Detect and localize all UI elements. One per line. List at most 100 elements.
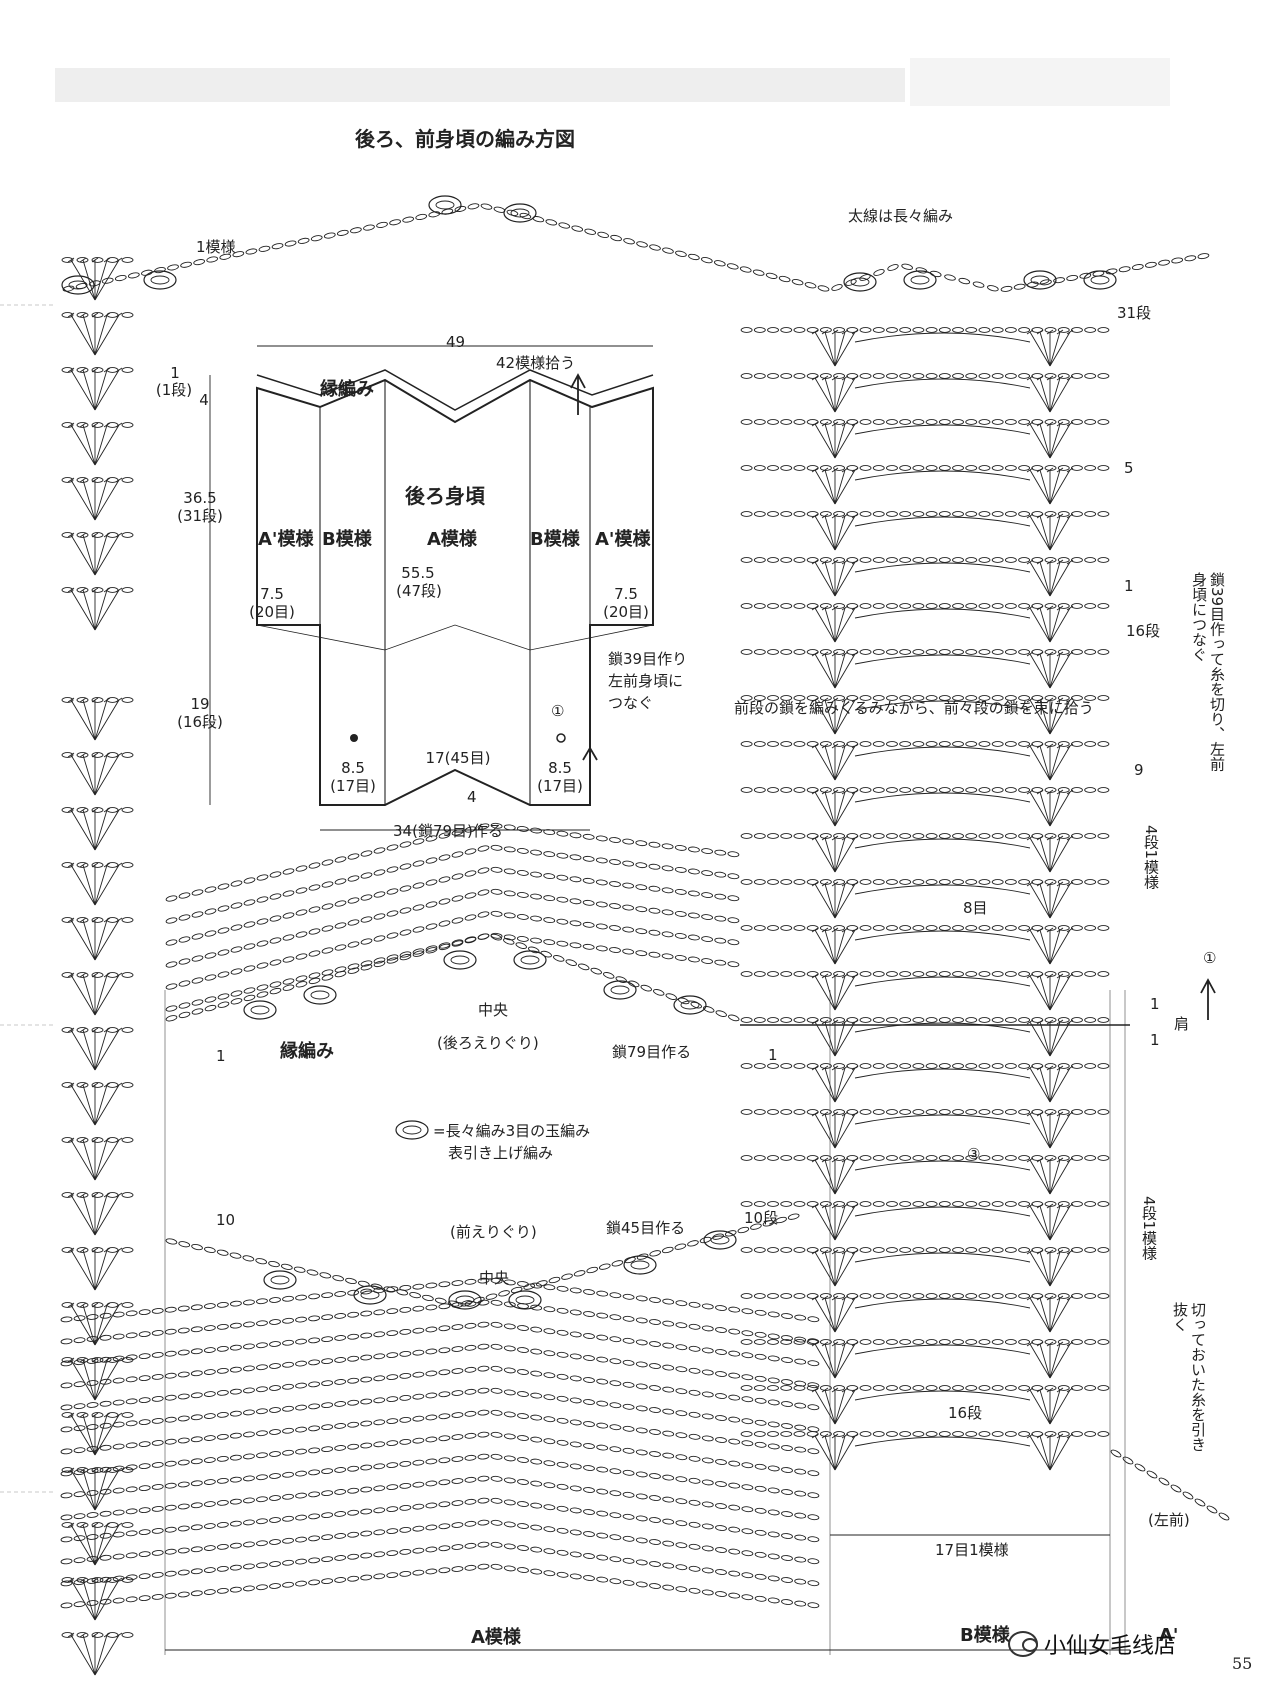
right-panel-chain xyxy=(872,1201,885,1207)
front-chain xyxy=(675,1454,688,1461)
edging-chain xyxy=(284,240,297,247)
left-column-chain xyxy=(121,917,134,923)
front-chain xyxy=(688,1543,701,1550)
yoke-chain xyxy=(714,849,727,856)
front-chain xyxy=(373,1331,386,1338)
right-panel-chain xyxy=(899,1385,912,1391)
treble-bar xyxy=(811,559,819,565)
right-panel-chain xyxy=(938,373,951,379)
treble-bar xyxy=(1066,1433,1074,1439)
right-panel-chain xyxy=(1004,1201,1017,1207)
yoke-chain xyxy=(674,866,687,873)
right-panel-chain xyxy=(806,925,819,931)
right-panel-chain xyxy=(780,1293,793,1299)
front-chain xyxy=(177,1415,190,1422)
left-column-fan xyxy=(94,1249,120,1291)
right-panel-chain xyxy=(1057,971,1070,977)
right-panel-chain xyxy=(780,1431,793,1437)
right-panel-chain xyxy=(859,1385,872,1391)
front-chain xyxy=(60,1580,73,1587)
front-chain xyxy=(662,1386,675,1393)
edging-puff xyxy=(143,270,177,290)
yoke-chain xyxy=(191,999,204,1006)
left-column-fan xyxy=(94,974,108,1016)
front-chain xyxy=(138,1331,151,1338)
front-chain xyxy=(701,1325,714,1332)
front-chain xyxy=(386,1484,399,1490)
right-panel-chain xyxy=(899,373,912,379)
front-chain xyxy=(609,1512,622,1519)
right-panel-chain xyxy=(740,1063,753,1069)
right-panel-chain xyxy=(780,925,793,931)
front-chain xyxy=(807,1404,820,1411)
right-panel-chain xyxy=(872,1339,885,1345)
front-chain xyxy=(386,1330,399,1336)
right-panel-fan xyxy=(1049,377,1061,413)
right-panel-chain xyxy=(1084,649,1097,655)
treble-bar xyxy=(811,513,819,519)
left-column-fan xyxy=(82,1414,96,1456)
schematic-height-upper-rows: (31段) xyxy=(177,507,223,525)
front-chain xyxy=(754,1507,767,1514)
front-chain xyxy=(583,1333,595,1339)
front-chain xyxy=(86,1358,99,1364)
back-neck-edge xyxy=(295,981,308,988)
treble-bar xyxy=(1036,421,1044,427)
front-chain xyxy=(569,1529,582,1536)
treble-bar xyxy=(1056,1065,1064,1071)
treble-bar xyxy=(811,835,819,841)
right-panel-chain xyxy=(780,373,793,379)
front-chain xyxy=(190,1326,203,1333)
right-panel-chain xyxy=(899,465,912,471)
front-chain xyxy=(347,1399,360,1406)
front-chain xyxy=(177,1503,190,1510)
yoke-chain xyxy=(727,895,740,902)
front-chain xyxy=(308,1293,321,1300)
left-column-chain xyxy=(91,862,104,868)
yoke-chain xyxy=(256,874,269,881)
right-panel-chain xyxy=(1044,879,1057,885)
front-chain xyxy=(556,1285,569,1292)
right-panel-chain xyxy=(1044,1293,1057,1299)
right-panel-chain xyxy=(780,603,793,609)
front-chain xyxy=(412,1327,425,1334)
front-chain xyxy=(781,1423,793,1429)
front-chain xyxy=(635,1317,648,1324)
front-chain xyxy=(386,1418,399,1424)
right-panel-chain xyxy=(938,1339,951,1345)
left-front-chain xyxy=(1110,1449,1122,1458)
front-chain xyxy=(662,1320,675,1327)
right-panel-chain xyxy=(978,1155,991,1161)
right-panel-fan xyxy=(1029,837,1051,873)
treble-bar xyxy=(851,1341,859,1347)
left-column-fan xyxy=(82,1579,96,1621)
left-column-chain xyxy=(61,312,74,318)
right-panel-chain xyxy=(1084,1247,1097,1253)
right-panel-chain xyxy=(978,879,991,885)
treble-bar xyxy=(79,477,87,483)
front-chain xyxy=(229,1300,242,1307)
right-panel-chain xyxy=(978,1017,991,1023)
right-panel-chain xyxy=(753,373,766,379)
left-column-fan xyxy=(82,1469,96,1511)
front-chain xyxy=(321,1490,334,1497)
front-chain xyxy=(360,1464,373,1471)
right-panel-chain xyxy=(740,557,753,563)
front-chain xyxy=(464,1300,477,1307)
front-chain xyxy=(556,1395,569,1402)
right-panel-fan xyxy=(814,331,836,367)
front-chain xyxy=(334,1555,347,1561)
right-panel-fan xyxy=(834,653,846,689)
right-panel-chain xyxy=(819,1385,832,1391)
front-chain xyxy=(569,1485,582,1492)
right-panel-chain xyxy=(793,787,806,793)
yoke-chain xyxy=(425,835,438,842)
front-chain xyxy=(530,1568,543,1575)
front-chain xyxy=(622,1293,635,1300)
right-panel-chain xyxy=(806,741,819,747)
treble-bar xyxy=(831,467,839,473)
treble-bar xyxy=(79,312,87,318)
front-chain xyxy=(596,1378,609,1385)
front-chain xyxy=(399,1526,412,1533)
right-panel-chain xyxy=(965,1339,978,1345)
